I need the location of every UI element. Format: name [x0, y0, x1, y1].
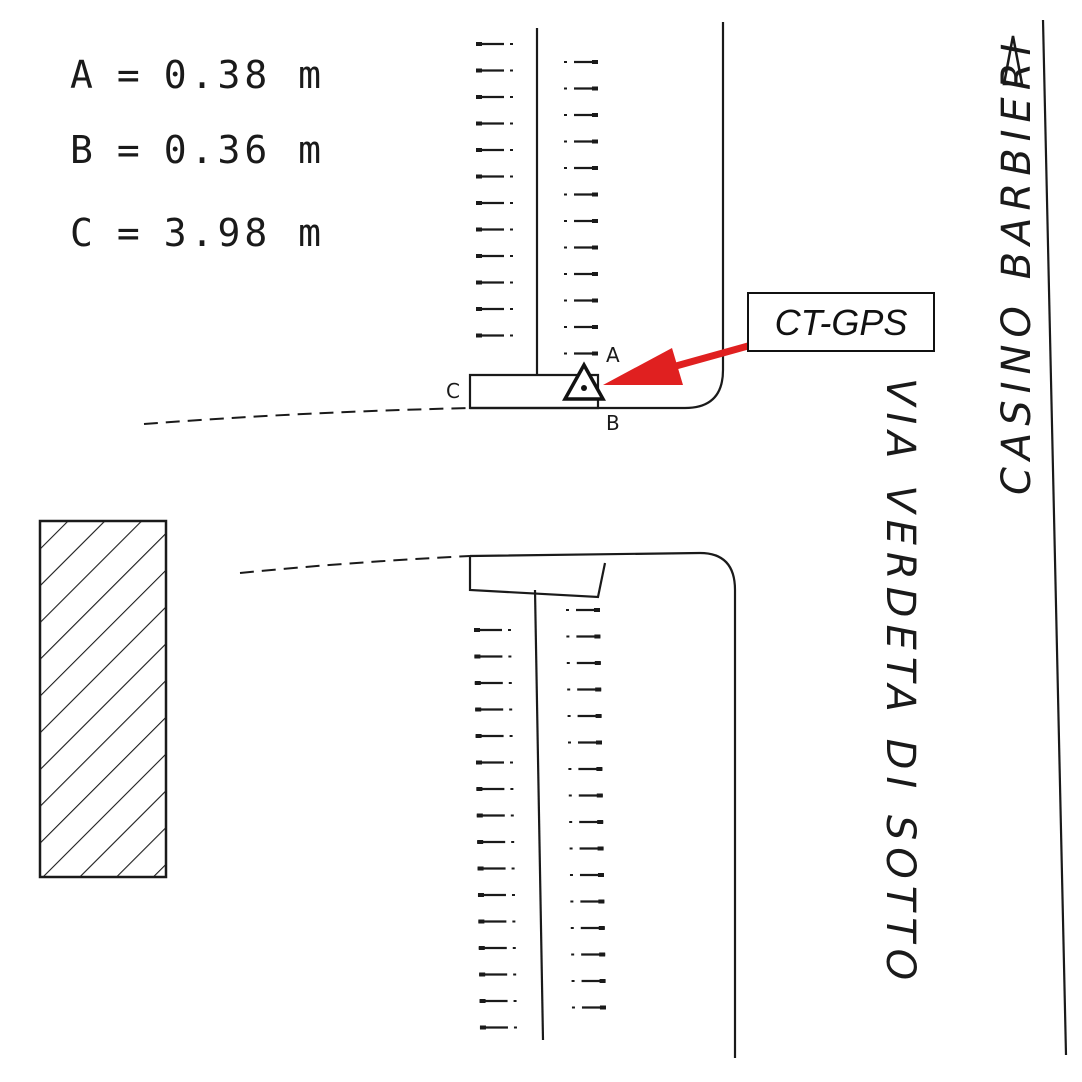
measurement-c: C=3.98 m — [70, 211, 325, 255]
casino-road-edge — [1041, 19, 1068, 1056]
measurement-b: B=0.36 m — [70, 128, 325, 172]
callout-arrow — [603, 342, 752, 385]
point-label-c: C — [446, 379, 460, 403]
lower-road-edges — [468, 551, 737, 1058]
street-label-casino-barbieri: CASINO BARBIERI — [994, 37, 1040, 495]
lower-ditch-ticks — [474, 608, 606, 1030]
side-road-edge-south — [239, 555, 471, 574]
measurement-legend: A=0.38 m B=0.36 m C=3.98 m — [70, 53, 325, 255]
point-label-a: A — [606, 343, 620, 367]
gps-callout: CT-GPS — [747, 292, 935, 352]
north-arrow-icon — [1002, 35, 1024, 86]
point-label-b: B — [606, 411, 620, 435]
hatched-building — [38, 519, 168, 879]
callout-label: CT-GPS — [775, 302, 908, 343]
upper-ditch-ticks — [476, 42, 598, 356]
measurement-a: A=0.38 m — [70, 53, 325, 97]
triangle-dot-icon — [562, 361, 606, 401]
side-road-edge-north — [143, 407, 471, 425]
upper-road-edges — [468, 22, 725, 410]
street-label-via-verdeta: VIA VERDETA DI SOTTO — [877, 378, 923, 987]
